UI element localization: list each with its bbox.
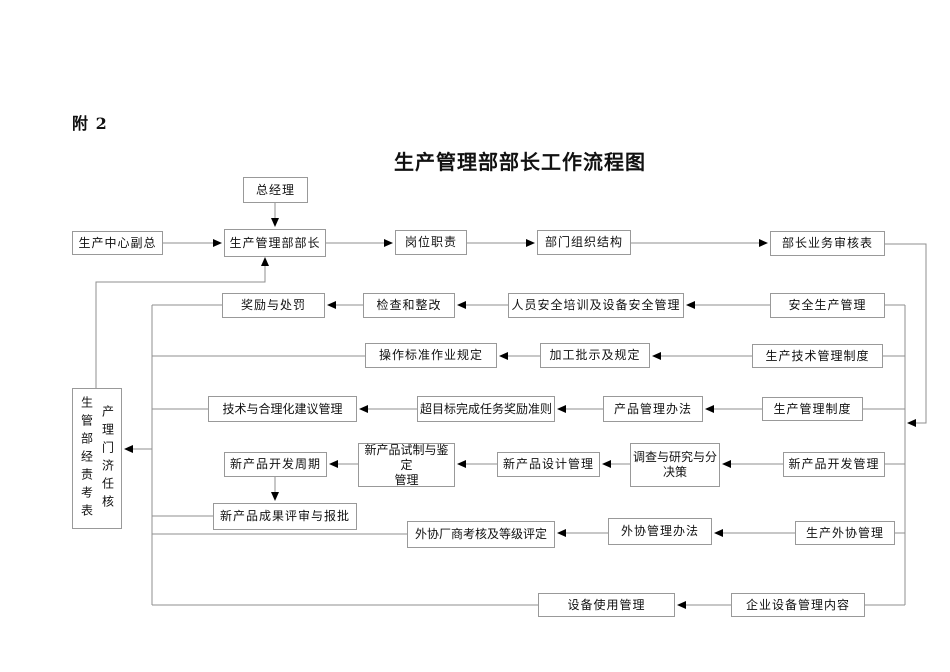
- node-operation-standard-rules: 操作标准作业规定: [365, 343, 497, 368]
- node-safety-production-mgmt: 安全生产管理: [770, 293, 885, 318]
- node-outsourcing-mgmt-method: 外协管理办法: [608, 518, 712, 545]
- node-personnel-safety-training: 人员安全培训及设备安全管理: [508, 293, 684, 318]
- node-label-line1: 新产品试制与鉴定: [364, 442, 449, 472]
- node-reward-punishment: 奖励与处罚: [222, 293, 325, 318]
- node-production-tech-mgmt-system: 生产技术管理制度: [752, 344, 883, 368]
- node-label-line2: 决策: [662, 465, 687, 479]
- node-production-dept-head: 生产管理部部长: [224, 229, 326, 257]
- node-processing-instructions: 加工批示及规定: [540, 343, 650, 368]
- vertical-text-column-1: 生管部经责考表: [79, 395, 94, 522]
- node-new-product-dev-mgmt: 新产品开发管理: [783, 452, 885, 477]
- node-over-target-reward-rules: 超目标完成任务奖励准则: [417, 396, 555, 422]
- node-inspection-rectification: 检查和整改: [363, 293, 455, 318]
- node-head-business-review: 部长业务审核表: [770, 231, 885, 256]
- vertical-text-column-2: 产理门济任核: [100, 404, 115, 513]
- node-supplier-assessment-grading: 外协厂商考核及等级评定: [407, 521, 555, 548]
- node-production-outsourcing-mgmt: 生产外协管理: [795, 521, 895, 545]
- node-equipment-usage-mgmt: 设备使用管理: [538, 593, 675, 617]
- node-product-mgmt-method: 产品管理办法: [603, 396, 703, 422]
- page-title: 生产管理部部长工作流程图: [394, 150, 646, 174]
- node-enterprise-equipment-mgmt: 企业设备管理内容: [731, 593, 865, 617]
- node-production-mgmt-system: 生产管理制度: [762, 397, 863, 421]
- node-label-line1: 调查与研究与分: [632, 450, 717, 464]
- node-tech-rationalization-mgmt: 技术与合理化建议管理: [208, 396, 357, 422]
- node-new-product-design-mgmt: 新产品设计管理: [497, 452, 600, 477]
- node-new-product-result-review: 新产品成果评审与报批: [213, 503, 357, 530]
- node-dept-org-structure: 部门组织结构: [537, 230, 631, 255]
- attachment-label: 附 2: [72, 114, 108, 133]
- node-label-line2: 管理: [394, 472, 419, 487]
- node-new-product-trial-appraisal: 新产品试制与鉴定 管理: [358, 443, 455, 487]
- node-investigation-research-decision: 调查与研究与分 决策: [630, 443, 720, 487]
- node-production-center-deputy: 生产中心副总: [72, 231, 163, 255]
- node-general-manager: 总经理: [243, 177, 308, 203]
- node-responsibility-assessment-table: 生管部经责考表 产理门济任核: [72, 388, 122, 529]
- node-post-duty: 岗位职责: [395, 230, 467, 255]
- node-new-product-dev-cycle: 新产品开发周期: [224, 452, 327, 477]
